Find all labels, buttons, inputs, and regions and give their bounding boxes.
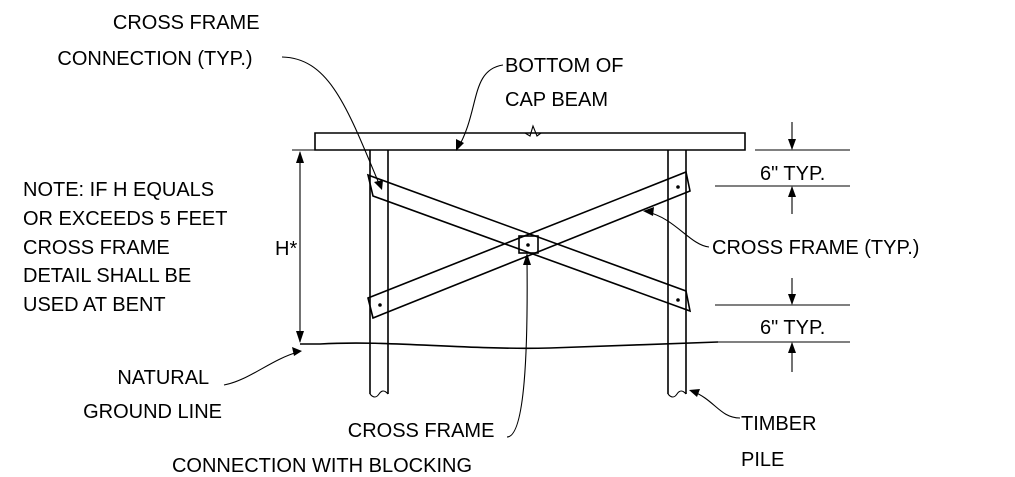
cap-beam [314, 124, 746, 151]
label-timber-pile-1: TIMBER [741, 413, 817, 435]
note-line-1: NOTE: IF H EQUALS [23, 179, 214, 201]
label-natural-ground-line-1: NATURAL [117, 367, 209, 389]
label-bottom-of-cap-beam-line1: BOTTOM OF [505, 55, 624, 77]
label-natural-ground-line-2: GROUND LINE [83, 401, 222, 423]
label-timber-pile-2: PILE [741, 449, 784, 471]
top-spacing-dimension [715, 122, 850, 214]
leader-natural-ground-line [223, 347, 302, 386]
natural-ground-line [300, 341, 719, 350]
label-cross-frame: CROSS FRAME (TYP.) [712, 237, 919, 259]
height-dimension [292, 149, 315, 343]
cross-frame-member-descending [366, 173, 692, 313]
cross-frame-member-ascending [367, 170, 691, 320]
note-text: NOTE: IF H EQUALS OR EXCEEDS 5 FEET CROS… [23, 179, 233, 316]
leader-timber-pile [689, 389, 741, 419]
label-cross-frame-blocking-2: CONNECTION WITH BLOCKING [172, 455, 472, 477]
label-cross-frame-connection-line1: CROSS FRAME [113, 12, 260, 34]
label-top-spacing: 6" TYP. [760, 163, 825, 185]
label-cross-frame-connection: CROSS FRAME CONNECTION (TYP.) [57, 12, 265, 70]
label-bottom-of-cap-beam: BOTTOM OF CAP BEAM [505, 55, 629, 111]
right-timber-pile [667, 150, 687, 398]
note-line-2: OR EXCEEDS 5 FEET [23, 208, 227, 230]
leader-bottom-of-cap-beam [456, 64, 504, 151]
label-timber-pile: TIMBER PILE [741, 413, 822, 471]
label-cross-frame-connection-line2: CONNECTION (TYP.) [57, 48, 252, 70]
label-height: H* [275, 238, 297, 260]
label-natural-ground-line: NATURAL GROUND LINE [83, 367, 222, 423]
center-blocking [518, 235, 539, 254]
note-line-3: CROSS FRAME [23, 237, 170, 259]
label-bottom-spacing: 6" TYP. [760, 317, 825, 339]
leader-blocking [506, 253, 531, 438]
note-line-5: USED AT BENT [23, 294, 166, 316]
label-cross-frame-blocking: CROSS FRAME CONNECTION WITH BLOCKING [172, 420, 500, 477]
label-bottom-of-cap-beam-line2: CAP BEAM [505, 89, 608, 111]
leader-cross-frame-connection [281, 56, 383, 190]
bottom-spacing-dimension [715, 278, 850, 372]
label-cross-frame-blocking-1: CROSS FRAME [348, 420, 495, 442]
left-timber-pile [369, 150, 389, 398]
note-line-4: DETAIL SHALL BE [23, 265, 191, 287]
leader-cross-frame [643, 207, 710, 248]
